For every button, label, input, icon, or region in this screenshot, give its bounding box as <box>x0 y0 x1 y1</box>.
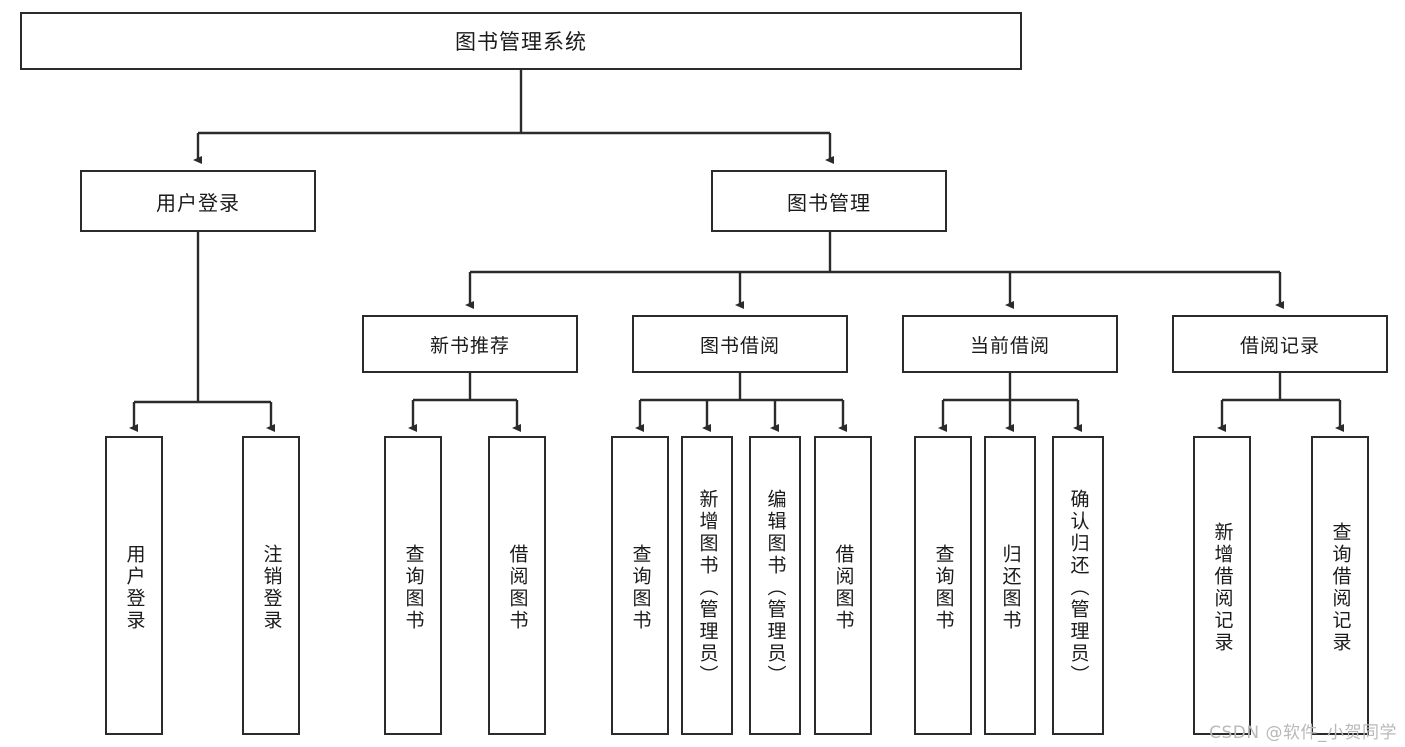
leaf-edit-book-admin[interactable]: 编辑图书（管理员） <box>749 436 801 735</box>
node-label: 当前借阅 <box>969 334 1050 357</box>
leaf-query-book-current[interactable]: 查询图书 <box>914 436 972 735</box>
leaf-user-login[interactable]: 用户登录 <box>105 436 163 735</box>
node-label: 用户登录 <box>123 543 146 632</box>
node-label: 查询图书 <box>402 543 425 632</box>
node-book-management[interactable]: 图书管理 <box>711 170 947 232</box>
leaf-add-book-admin[interactable]: 新增图书（管理员） <box>681 436 733 735</box>
node-label: 新增借阅记录 <box>1211 521 1234 654</box>
node-label: 图书管理系统 <box>455 30 587 54</box>
node-new-book-recommend[interactable]: 新书推荐 <box>362 315 578 373</box>
node-label: 新增图书（管理员） <box>696 488 719 687</box>
leaf-query-book-recommend[interactable]: 查询图书 <box>384 436 442 735</box>
watermark-text: CSDN @软件_小贺同学 <box>1209 723 1397 743</box>
leaf-borrow-book-recommend[interactable]: 借阅图书 <box>488 436 546 735</box>
leaf-query-borrow-record[interactable]: 查询借阅记录 <box>1311 436 1369 735</box>
node-label: 编辑图书（管理员） <box>764 488 787 687</box>
node-root-system[interactable]: 图书管理系统 <box>20 12 1022 70</box>
node-label: 查询借阅记录 <box>1329 521 1352 654</box>
leaf-add-borrow-record[interactable]: 新增借阅记录 <box>1193 436 1251 735</box>
node-label: 查询图书 <box>932 543 955 632</box>
node-label: 图书管理 <box>787 190 871 215</box>
leaf-return-book[interactable]: 归还图书 <box>984 436 1036 735</box>
node-label: 确认归还（管理员） <box>1067 488 1090 687</box>
node-label: 查询图书 <box>629 543 652 632</box>
node-user-login[interactable]: 用户登录 <box>80 170 316 232</box>
node-label: 注销登录 <box>260 543 283 632</box>
node-current-borrow[interactable]: 当前借阅 <box>902 315 1118 373</box>
node-label: 归还图书 <box>999 543 1022 632</box>
leaf-borrow-book[interactable]: 借阅图书 <box>814 436 872 735</box>
leaf-query-book-borrow[interactable]: 查询图书 <box>611 436 669 735</box>
node-borrow-record[interactable]: 借阅记录 <box>1172 315 1388 373</box>
leaf-confirm-return-admin[interactable]: 确认归还（管理员） <box>1052 436 1104 735</box>
leaf-logout[interactable]: 注销登录 <box>242 436 300 735</box>
node-label: 用户登录 <box>156 190 240 215</box>
node-book-borrow[interactable]: 图书借阅 <box>632 315 848 373</box>
node-label: 借阅记录 <box>1239 334 1320 357</box>
node-label: 借阅图书 <box>506 543 529 632</box>
node-label: 新书推荐 <box>429 334 510 357</box>
node-label: 图书借阅 <box>699 334 780 357</box>
node-label: 借阅图书 <box>832 543 855 632</box>
